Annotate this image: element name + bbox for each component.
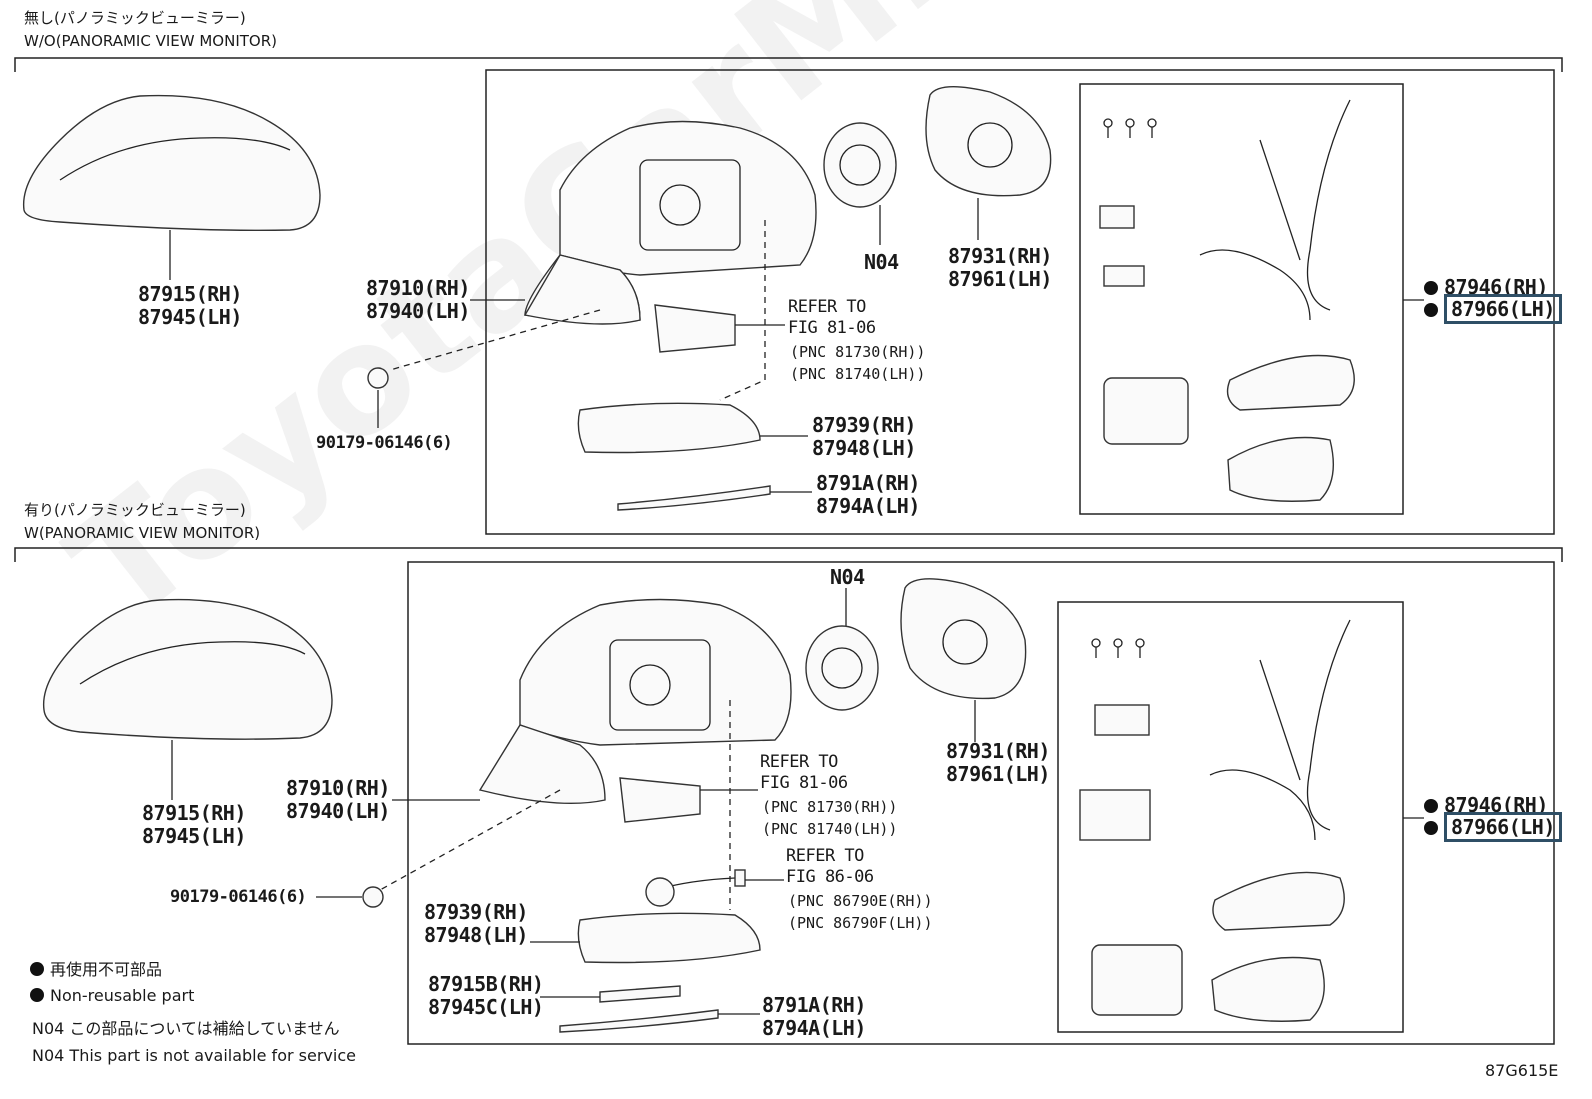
top-refer-line2[interactable]: FIG 81-06 xyxy=(788,318,876,338)
bottom-camera-harness xyxy=(645,869,746,907)
top-actuator-ring xyxy=(823,122,897,208)
bottom-mirror-shape xyxy=(478,598,792,805)
nonreusable-dot-icon xyxy=(1424,281,1438,295)
bottom-refer1-line1: REFER TO xyxy=(760,752,838,772)
nonreusable-dot-icon xyxy=(1424,303,1438,317)
top-header-jp: 無し(パノラミックビューミラー) xyxy=(24,9,246,27)
top-glass-label-lh[interactable]: 87961(LH) xyxy=(948,267,1052,291)
bottom-cover-label-rh[interactable]: 87915(RH) xyxy=(142,801,246,825)
top-trim-strip xyxy=(617,485,771,511)
top-refer-pnc-rh: (PNC 81730(RH)) xyxy=(790,343,926,361)
bullet-dot-icon xyxy=(30,988,44,1002)
top-section-bracket xyxy=(14,57,1563,72)
bottom-clip-shape xyxy=(362,886,384,908)
bottom-actuator-ring xyxy=(805,625,879,711)
bottom-section-bracket xyxy=(14,547,1563,562)
bottom-kit-motor xyxy=(1091,944,1183,1016)
top-kit-label-lh[interactable]: 87966(LH) xyxy=(1424,294,1562,324)
top-cover-label-lh[interactable]: 87945(LH) xyxy=(138,305,242,329)
bottom-lamp-label-rh[interactable]: 87939(RH) xyxy=(424,900,528,924)
bottom-lamp-label-lh[interactable]: 87948(LH) xyxy=(424,923,528,947)
bottom-mirror-label-lh[interactable]: 87940(LH) xyxy=(286,799,390,823)
bottom-n04-label: N04 xyxy=(830,565,865,589)
bottom-refer1-line2[interactable]: FIG 81-06 xyxy=(760,773,848,793)
top-cover-label-rh[interactable]: 87915(RH) xyxy=(138,282,242,306)
top-mirror-label-lh[interactable]: 87940(LH) xyxy=(366,299,470,323)
top-trim-label-lh[interactable]: 8794A(LH) xyxy=(816,494,920,518)
bottom-trim-strip xyxy=(559,1009,719,1033)
top-glass-label-rh[interactable]: 87931(RH) xyxy=(948,244,1052,268)
top-cover-shape xyxy=(22,94,321,232)
bottom-refer1-pnc-rh: (PNC 81730(RH)) xyxy=(762,798,898,816)
top-clip-label[interactable]: 90179-06146(6) xyxy=(316,433,453,453)
bottom-lamp-holder xyxy=(619,777,701,823)
legend-n04-jp: N04 この部品については補給していません xyxy=(32,1019,340,1038)
top-kit-base xyxy=(1227,436,1335,502)
bottom-cover-shape xyxy=(42,598,333,740)
bottom-kit-box xyxy=(1057,601,1404,1033)
bottom-refer2-pnc-rh: (PNC 86790E(RH)) xyxy=(788,892,933,910)
bullet-dot-icon xyxy=(30,962,44,976)
top-clip-shape xyxy=(367,367,389,389)
bottom-header-en: W(PANORAMIC VIEW MONITOR) xyxy=(24,524,261,542)
bottom-refer1-pnc-lh: (PNC 81740(LH)) xyxy=(762,820,898,838)
bottom-cam-label-lh[interactable]: 87945C(LH) xyxy=(428,995,544,1019)
top-header-en: W/O(PANORAMIC VIEW MONITOR) xyxy=(24,32,278,50)
bottom-refer2-pnc-lh: (PNC 86790F(LH)) xyxy=(788,914,933,932)
bottom-kit-backplate xyxy=(1212,871,1345,931)
bottom-header-jp: 有り(パノラミックビューミラー) xyxy=(24,501,246,519)
bottom-glass-label-lh[interactable]: 87961(LH) xyxy=(946,762,1050,786)
bottom-refer2-line1: REFER TO xyxy=(786,846,864,866)
bottom-glass-label-rh[interactable]: 87931(RH) xyxy=(946,739,1050,763)
top-assembly-box xyxy=(485,69,1555,535)
bottom-kit-screws xyxy=(1091,638,1145,658)
bottom-trim-label-lh[interactable]: 8794A(LH) xyxy=(762,1016,866,1040)
nonreusable-dot-icon xyxy=(1424,821,1438,835)
top-refer-pnc-lh: (PNC 81740(LH)) xyxy=(790,365,926,383)
top-n04-label: N04 xyxy=(864,250,899,274)
top-mirror-label-rh[interactable]: 87910(RH) xyxy=(366,276,470,300)
bottom-turn-lamp xyxy=(577,912,761,964)
top-turn-lamp xyxy=(577,402,761,454)
nonreusable-dot-icon xyxy=(1424,799,1438,813)
bottom-assembly-box xyxy=(407,561,1555,1045)
top-kit-screws xyxy=(1103,118,1157,138)
bottom-glass-shape xyxy=(900,578,1027,700)
top-mirror-shape xyxy=(523,120,817,325)
highlighted-part-number: 87966(LH) xyxy=(1444,294,1562,324)
top-lamp-label-lh[interactable]: 87948(LH) xyxy=(812,436,916,460)
bottom-trim-label-rh[interactable]: 8791A(RH) xyxy=(762,993,866,1017)
bottom-camera-bracket xyxy=(599,985,681,1003)
legend-nonreusable-en: Non-reusable part xyxy=(30,983,194,1009)
bottom-kit-harness xyxy=(1079,619,1351,841)
top-trim-label-rh[interactable]: 8791A(RH) xyxy=(816,471,920,495)
legend-n04-en: N04 This part is not available for servi… xyxy=(32,1046,356,1065)
top-lamp-label-rh[interactable]: 87939(RH) xyxy=(812,413,916,437)
bottom-cam-label-rh[interactable]: 87915B(RH) xyxy=(428,972,544,996)
top-kit-label-rh[interactable]: 87946(RH) xyxy=(1424,276,1548,299)
top-kit-motor xyxy=(1103,377,1189,445)
bottom-kit-label-rh[interactable]: 87946(RH) xyxy=(1424,794,1548,817)
bottom-kit-label-lh[interactable]: 87966(LH) xyxy=(1424,812,1562,842)
legend-nonreusable-jp: 再使用不可部品 xyxy=(30,957,162,983)
top-kit-backplate xyxy=(1226,354,1355,411)
top-glass-shape xyxy=(925,85,1052,197)
bottom-mirror-label-rh[interactable]: 87910(RH) xyxy=(286,776,390,800)
highlighted-part-number: 87966(LH) xyxy=(1444,812,1562,842)
bottom-clip-label[interactable]: 90179-06146(6) xyxy=(170,887,307,907)
top-lamp-holder xyxy=(654,304,736,353)
bottom-cover-label-lh[interactable]: 87945(LH) xyxy=(142,824,246,848)
bottom-refer2-line2[interactable]: FIG 86-06 xyxy=(786,867,874,887)
top-kit-box xyxy=(1079,83,1404,515)
bottom-kit-base xyxy=(1211,956,1325,1022)
top-refer-line1: REFER TO xyxy=(788,297,866,317)
top-kit-harness xyxy=(1099,99,1351,321)
figure-code: 87G615E xyxy=(1485,1061,1559,1080)
